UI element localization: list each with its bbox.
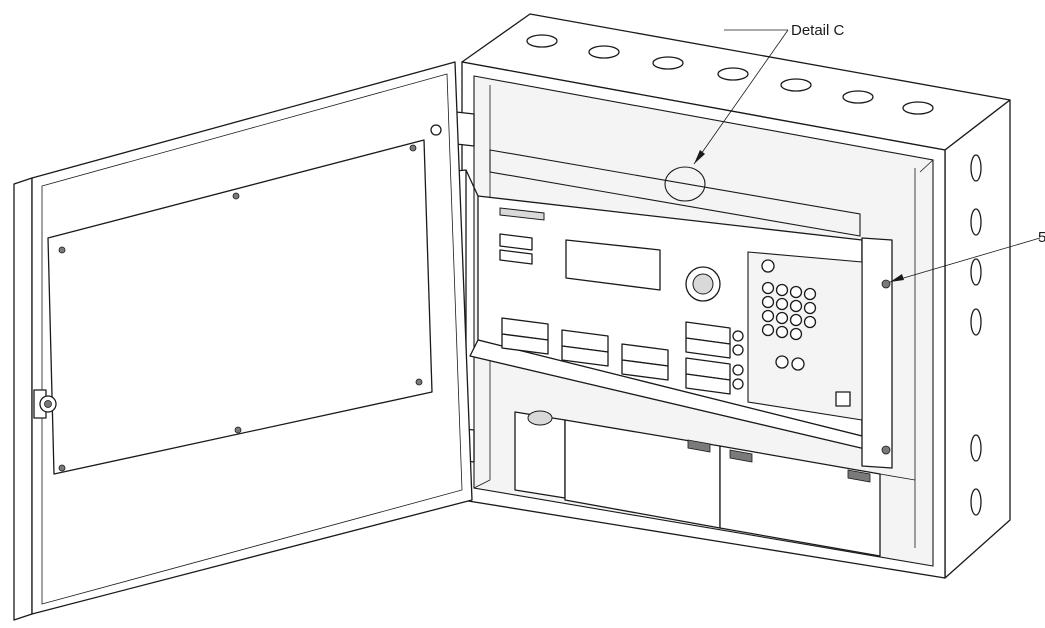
zone-label-blocks bbox=[501, 317, 744, 395]
lcd-display bbox=[565, 239, 661, 291]
detail-c-label: Detail C bbox=[791, 22, 845, 39]
detail-c-callout: Detail C bbox=[693, 22, 845, 165]
top-knockouts bbox=[526, 34, 934, 115]
enclosure-door bbox=[13, 61, 473, 621]
right-callout-label: 5 bbox=[1038, 229, 1045, 246]
door-window bbox=[47, 139, 433, 475]
right-callout: 5 bbox=[889, 229, 1045, 283]
keypad-buttons bbox=[761, 259, 851, 407]
side-knockouts bbox=[970, 154, 982, 516]
keypad-panel bbox=[747, 251, 863, 421]
ground-stud-icon bbox=[430, 124, 442, 136]
detail-c-circle bbox=[664, 166, 706, 202]
door-lock-icon bbox=[33, 389, 57, 419]
battery-compartment bbox=[514, 410, 916, 557]
control-panel bbox=[436, 169, 893, 469]
